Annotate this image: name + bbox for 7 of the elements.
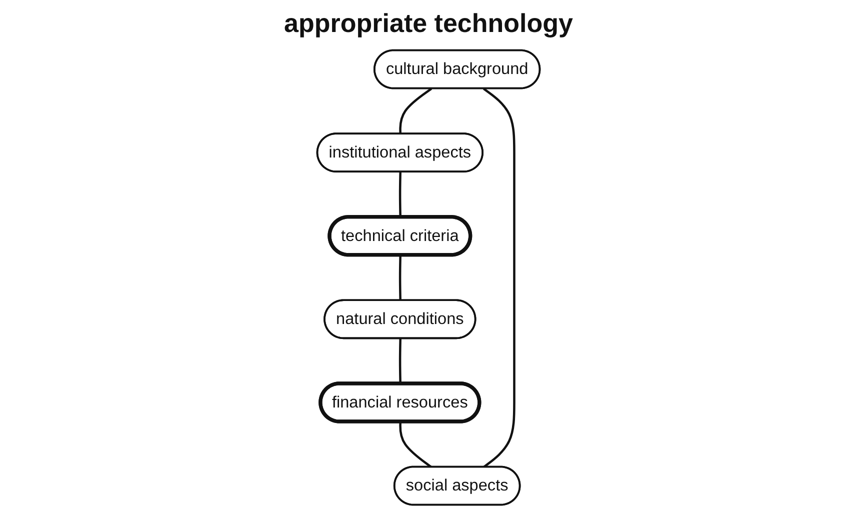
connector xyxy=(398,255,402,301)
connector xyxy=(398,338,402,384)
center-label: appropriate technology xyxy=(284,8,573,39)
connector xyxy=(399,422,432,468)
connector xyxy=(399,88,432,134)
connector xyxy=(398,172,402,218)
connector xyxy=(482,88,516,468)
